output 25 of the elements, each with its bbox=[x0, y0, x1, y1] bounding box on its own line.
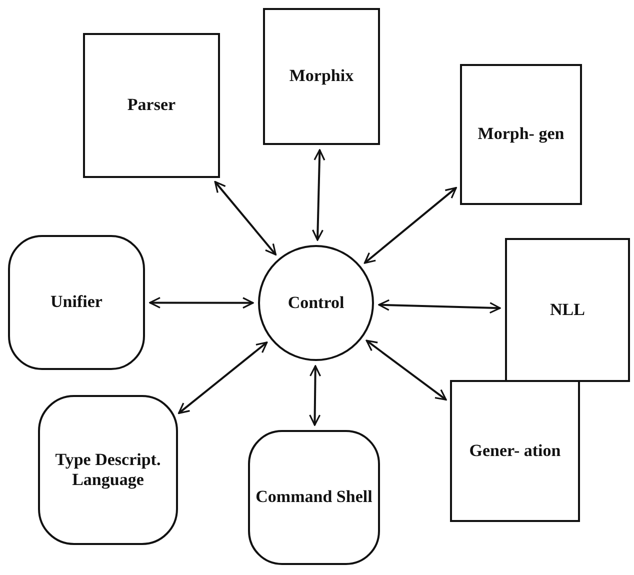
node-label: Command Shell bbox=[254, 486, 374, 508]
node-label: Unifier bbox=[50, 291, 104, 314]
node-label: NLL bbox=[549, 298, 586, 321]
node-label: Parser bbox=[126, 94, 177, 116]
process-box bbox=[450, 380, 580, 522]
process-box bbox=[83, 33, 220, 178]
process-box bbox=[505, 238, 630, 382]
node-label: Morph- gen bbox=[476, 123, 566, 146]
node-label: Morphix bbox=[288, 65, 355, 88]
double-headed-arrow bbox=[366, 340, 447, 400]
process-box bbox=[263, 8, 380, 145]
rounded-box bbox=[248, 430, 380, 565]
double-headed-arrow bbox=[309, 365, 322, 426]
node-label: Control bbox=[286, 292, 346, 314]
process-box bbox=[460, 64, 582, 205]
double-headed-arrow bbox=[214, 181, 276, 256]
double-headed-arrow bbox=[364, 187, 457, 264]
node-label: Gener- ation bbox=[468, 440, 562, 462]
double-headed-arrow bbox=[149, 296, 254, 309]
double-headed-arrow bbox=[178, 342, 268, 414]
node-label: Type Descript. Language bbox=[54, 448, 162, 491]
rounded-box bbox=[38, 395, 178, 545]
double-headed-arrow bbox=[312, 149, 326, 241]
double-headed-arrow bbox=[378, 299, 501, 314]
rounded-box bbox=[8, 235, 145, 370]
